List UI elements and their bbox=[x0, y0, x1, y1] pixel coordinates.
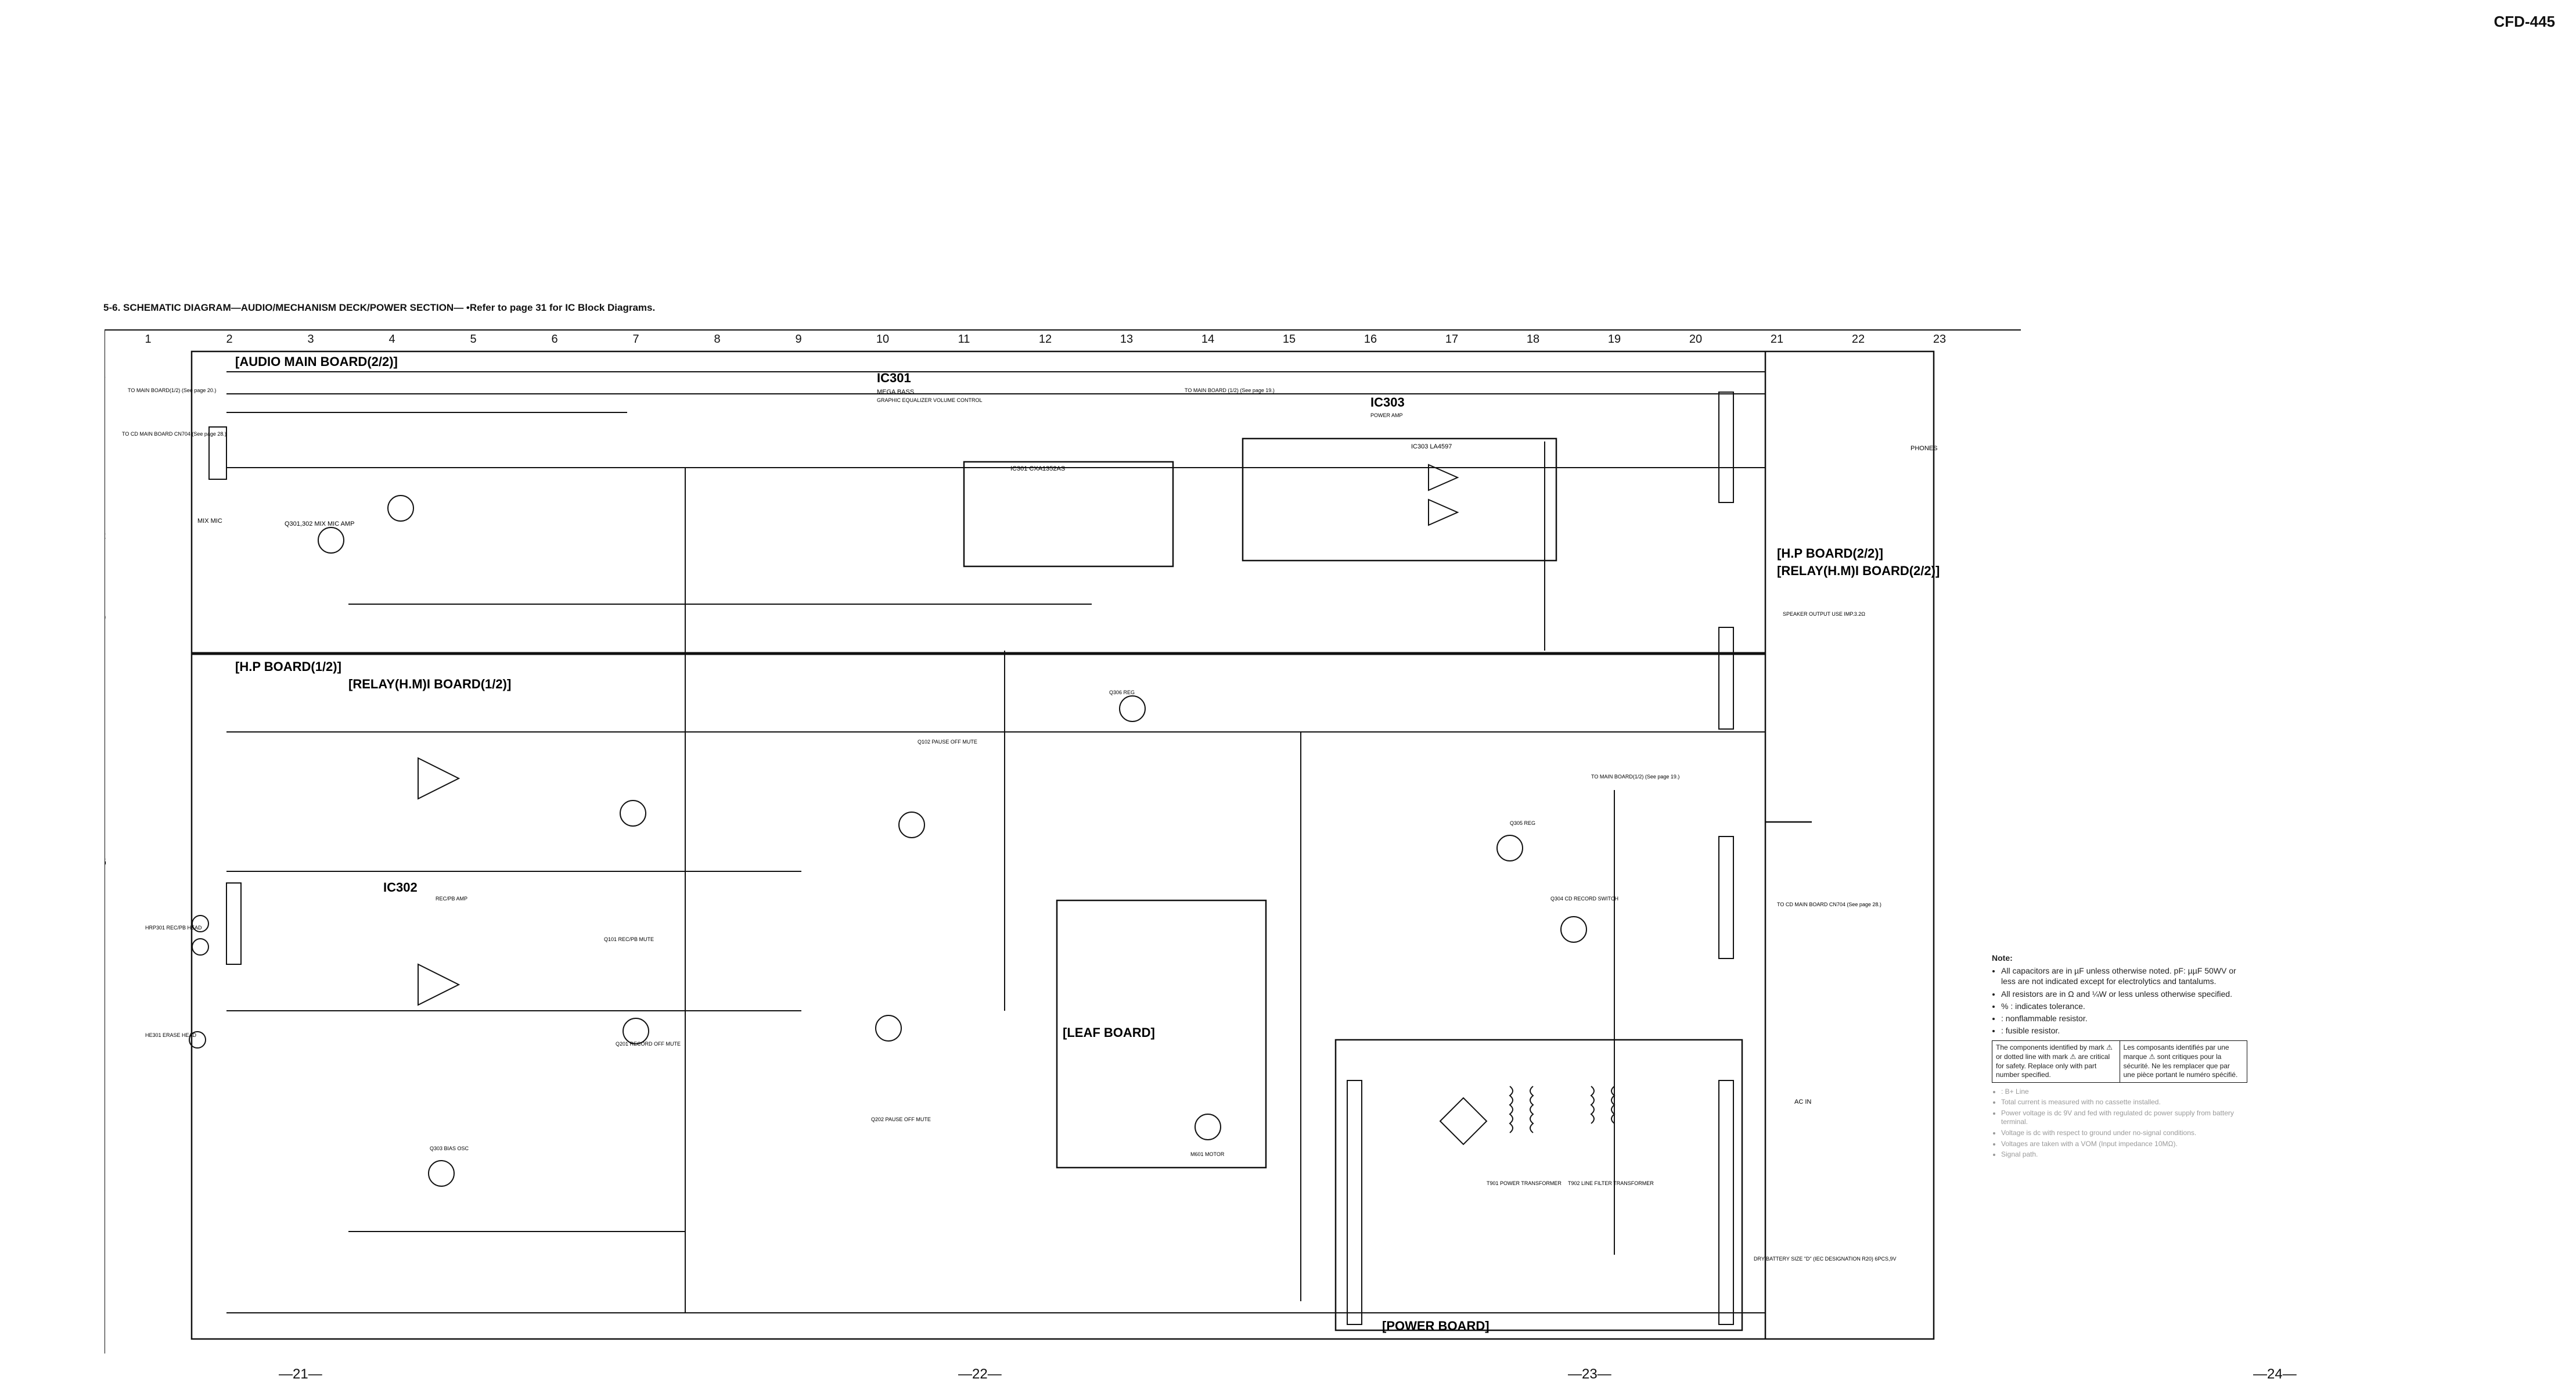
svg-text:23: 23 bbox=[1933, 333, 1946, 346]
svg-text:8: 8 bbox=[714, 333, 720, 346]
note-item: : fusible resistor. bbox=[2001, 1025, 2247, 1036]
q301-label: Q301,302 MIX MIC AMP bbox=[285, 520, 354, 527]
svg-text:11: 11 bbox=[958, 333, 970, 346]
svg-text:G: G bbox=[105, 856, 107, 868]
connector-5-label: TO MAIN BOARD(1/2) (See page 19.) bbox=[1591, 774, 1679, 780]
page-number-23: —23— bbox=[1568, 1366, 1611, 1382]
q305-label: Q305 REG bbox=[1510, 820, 1535, 826]
faint-note: Power voltage is dc 9V and fed with regu… bbox=[2001, 1109, 2247, 1127]
phones-jack: PHONES bbox=[1911, 445, 1937, 452]
ic303-desc: POWER AMP bbox=[1370, 412, 1403, 418]
ic301-desc: GRAPHIC EQUALIZER VOLUME CONTROL bbox=[877, 397, 983, 403]
svg-text:7: 7 bbox=[632, 333, 639, 346]
faint-note: Signal path. bbox=[2001, 1150, 2247, 1159]
faint-note: : B+ Line bbox=[2001, 1087, 2247, 1097]
motor: M601 MOTOR bbox=[1190, 1151, 1225, 1157]
ic302-label: IC302 bbox=[383, 880, 418, 895]
connector-3-label: TO MAIN BOARD(1/2) (See page 20.) bbox=[128, 387, 216, 393]
svg-text:H: H bbox=[105, 937, 106, 950]
q306-label: Q306 REG bbox=[1109, 690, 1135, 695]
note-item: All resistors are in Ω and ¼W or less un… bbox=[2001, 989, 2247, 999]
diagram-heading: 5-6. SCHEMATIC DIAGRAM—AUDIO/MECHANISM D… bbox=[103, 302, 656, 313]
page-number-21: —21— bbox=[279, 1366, 322, 1382]
q102-label: Q102 PAUSE OFF MUTE bbox=[918, 739, 977, 745]
svg-text:3: 3 bbox=[307, 333, 314, 346]
mix-mic-jack: MIX MIC bbox=[197, 518, 222, 525]
ic303-label: IC303 bbox=[1370, 395, 1405, 410]
notes-title: Note: bbox=[1992, 953, 2013, 963]
faint-note: Voltages are taken with a VOM (Input imp… bbox=[2001, 1140, 2247, 1149]
board-relay-2: [RELAY(H.M)I BOARD(2/2)] bbox=[1777, 563, 1940, 578]
connector-1-label: TO CD MAIN BOARD CN704 (See page 28.) bbox=[122, 431, 226, 437]
svg-text:C: C bbox=[105, 530, 106, 543]
svg-text:19: 19 bbox=[1608, 333, 1621, 346]
svg-text:9: 9 bbox=[795, 333, 801, 346]
faint-note: Voltage is dc with respect to ground und… bbox=[2001, 1129, 2247, 1138]
notes-panel: Note: All capacitors are in µF unless ot… bbox=[1992, 953, 2247, 1161]
board-hp-2: [H.P BOARD(2/2)] bbox=[1777, 546, 1883, 561]
board-audio-main: [AUDIO MAIN BOARD(2/2)] bbox=[235, 354, 398, 369]
note-item: All capacitors are in µF unless otherwis… bbox=[2001, 965, 2247, 986]
svg-text:12: 12 bbox=[1039, 333, 1052, 346]
svg-text:21: 21 bbox=[1771, 333, 1783, 346]
svg-text:A: A bbox=[105, 368, 106, 380]
q202-label: Q202 PAUSE OFF MUTE bbox=[871, 1116, 931, 1122]
svg-text:13: 13 bbox=[1120, 333, 1133, 346]
q201-label: Q201 RECORD OFF MUTE bbox=[616, 1041, 681, 1047]
svg-text:16: 16 bbox=[1364, 333, 1377, 346]
svg-text:17: 17 bbox=[1445, 333, 1458, 346]
svg-text:D: D bbox=[105, 612, 106, 624]
svg-text:10: 10 bbox=[876, 333, 889, 346]
ac-in-jack: AC IN bbox=[1794, 1098, 1811, 1105]
page-number-24: —24— bbox=[2253, 1366, 2297, 1382]
safety-note-en: The components identified by mark ⚠ or d… bbox=[1996, 1043, 2113, 1079]
svg-text:2: 2 bbox=[226, 333, 232, 346]
svg-text:K: K bbox=[105, 1181, 106, 1194]
dry-battery: DRY BATTERY SIZE "D" (IEC DESIGNATION R2… bbox=[1754, 1256, 1896, 1262]
line-filter-transformer: T902 LINE FILTER TRANSFORMER bbox=[1568, 1180, 1654, 1186]
svg-text:18: 18 bbox=[1527, 333, 1539, 346]
svg-text:5: 5 bbox=[470, 333, 476, 346]
q303-label: Q303 BIAS OSC bbox=[430, 1146, 469, 1151]
faint-note: Total current is measured with no casset… bbox=[2001, 1098, 2247, 1107]
svg-text:6: 6 bbox=[551, 333, 557, 346]
model-number: CFD-445 bbox=[2494, 13, 2555, 30]
ic301-part: IC301 CXA1352AS bbox=[1010, 465, 1065, 472]
q304-label: Q304 CD RECORD SWITCH bbox=[1550, 896, 1618, 902]
speaker-output: SPEAKER OUTPUT USE IMP.3.2Ω bbox=[1783, 611, 1865, 617]
ic301-sub: MEGA BASS bbox=[877, 389, 914, 396]
ic302-desc: REC/PB AMP bbox=[436, 896, 467, 902]
ic303-part: IC303 LA4597 bbox=[1411, 443, 1452, 450]
safety-note: The components identified by mark ⚠ or d… bbox=[1992, 1040, 2247, 1083]
note-item: : nonflammable resistor. bbox=[2001, 1013, 2247, 1024]
svg-text:4: 4 bbox=[388, 333, 395, 346]
ic301-label: IC301 bbox=[877, 371, 911, 385]
board-leaf: [LEAF BOARD] bbox=[1063, 1025, 1155, 1040]
connector-2-label: TO CD MAIN BOARD CN704 (See page 28.) bbox=[1777, 902, 1881, 907]
svg-text:15: 15 bbox=[1283, 333, 1296, 346]
svg-text:20: 20 bbox=[1689, 333, 1702, 346]
erase-head: HE301 ERASE HEAD bbox=[145, 1032, 197, 1038]
q101-label: Q101 REC/PB MUTE bbox=[604, 936, 654, 942]
board-power: [POWER BOARD] bbox=[1382, 1319, 1490, 1333]
connector-4-label: TO MAIN BOARD (1/2) (See page 19.) bbox=[1185, 387, 1275, 393]
svg-text:14: 14 bbox=[1201, 333, 1214, 346]
power-transformer: T901 POWER TRANSFORMER bbox=[1487, 1180, 1562, 1186]
rec-pb-head: HRP301 REC/PB HEAD bbox=[145, 925, 202, 931]
note-item: % : indicates tolerance. bbox=[2001, 1001, 2247, 1011]
board-relay-1: [RELAY(H.M)I BOARD(1/2)] bbox=[348, 677, 511, 691]
svg-text:1: 1 bbox=[145, 333, 151, 346]
svg-text:22: 22 bbox=[1852, 333, 1865, 346]
board-hp-1: [H.P BOARD(1/2)] bbox=[235, 659, 341, 674]
page-number-22: —22— bbox=[958, 1366, 1002, 1382]
safety-note-fr: Les composants identifiés par une marque… bbox=[2119, 1041, 2247, 1082]
